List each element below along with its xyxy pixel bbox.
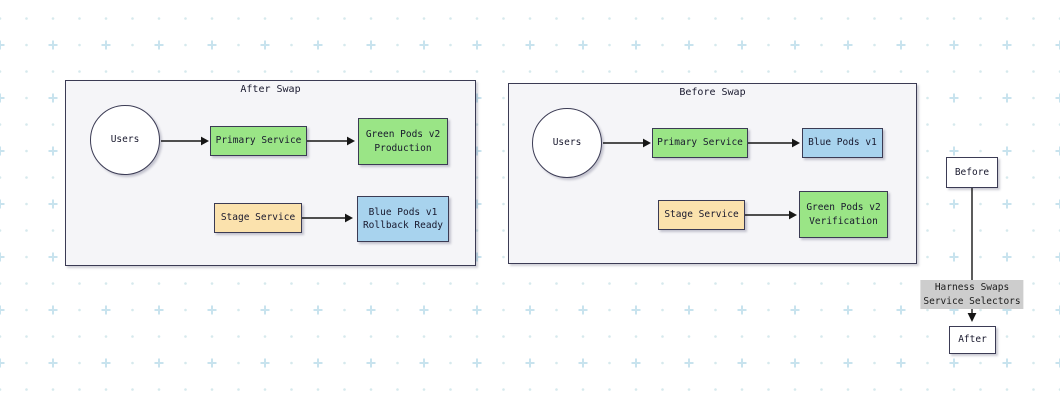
node-label: Before	[954, 166, 990, 178]
node-users-before[interactable]: Users	[532, 108, 602, 178]
node-blue-pods-v1[interactable]: Blue Pods v1	[802, 128, 883, 158]
edge-label-harness-swaps[interactable]: Harness Swaps Service Selectors	[920, 280, 1024, 309]
node-stage-service-before[interactable]: Stage Service	[658, 200, 745, 230]
node-primary-service-after[interactable]: Primary Service	[210, 126, 307, 156]
node-green-pods-verification[interactable]: Green Pods v2 Verification	[799, 191, 888, 238]
node-label: Users	[110, 134, 140, 146]
node-label-line1: Green Pods v2	[365, 129, 441, 140]
node-label: Primary Service	[657, 137, 743, 149]
node-users-after[interactable]: Users	[90, 105, 160, 175]
node-after[interactable]: After	[949, 326, 996, 354]
node-stage-service-after[interactable]: Stage Service	[214, 203, 302, 233]
node-label: After	[958, 334, 987, 346]
group-after-swap-title: After Swap	[240, 84, 301, 95]
group-before-swap-title: Before Swap	[679, 87, 746, 98]
node-primary-service-before[interactable]: Primary Service	[652, 128, 748, 158]
edge-label-line1: Harness Swaps	[934, 282, 1010, 293]
node-label-line1: Blue Pods v1	[368, 206, 438, 218]
node-label: Primary Service	[215, 135, 302, 147]
node-label-line1: Green Pods v2	[806, 202, 881, 213]
node-label-line2: Verification	[809, 215, 878, 227]
node-before[interactable]: Before	[946, 157, 998, 188]
node-green-pods-production[interactable]: Green Pods v2 Production	[358, 118, 448, 165]
node-label-line2: Rollback Ready	[362, 220, 444, 231]
edge-label-line2: Service Selectors	[923, 295, 1021, 307]
node-label: Stage Service	[664, 209, 739, 221]
node-label: Users	[552, 137, 582, 149]
node-label: Stage Service	[220, 212, 296, 224]
node-label: Blue Pods v1	[808, 137, 877, 149]
node-blue-pods-rollback[interactable]: Blue Pods v1 Rollback Ready	[357, 196, 449, 242]
node-label-line2: Production	[374, 142, 432, 154]
